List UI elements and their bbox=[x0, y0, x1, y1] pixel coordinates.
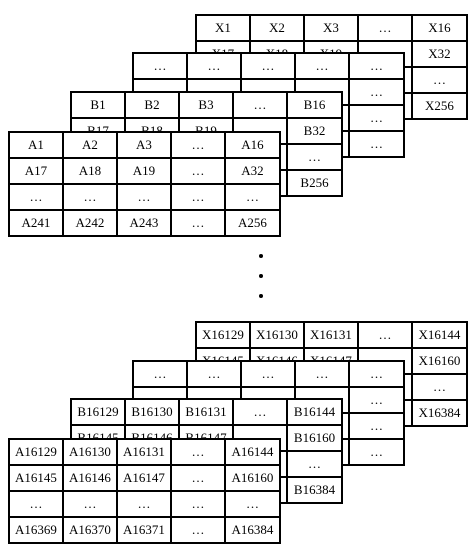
matrix-cell: A16371 bbox=[118, 518, 172, 544]
matrix-cell: B16131 bbox=[180, 400, 234, 426]
matrix-cell: … bbox=[350, 106, 405, 132]
matrix-cell: … bbox=[350, 440, 405, 466]
matrix-cell: … bbox=[413, 375, 468, 401]
matrix-cell: B16 bbox=[288, 93, 343, 119]
matrix-cell: … bbox=[350, 414, 405, 440]
matrix-cell: B16129 bbox=[72, 400, 126, 426]
ellipsis-dot bbox=[259, 254, 263, 258]
matrix-cell: A16384 bbox=[226, 518, 281, 544]
matrix-cell: … bbox=[10, 185, 64, 211]
matrix-cell: X16144 bbox=[413, 323, 468, 349]
ellipsis-dot bbox=[259, 294, 263, 298]
vertical-ellipsis bbox=[258, 250, 264, 306]
matrix-cell: … bbox=[234, 93, 288, 119]
matrix-cell: … bbox=[188, 54, 242, 80]
matrix-cell: … bbox=[296, 54, 350, 80]
matrix-cell: X1 bbox=[197, 16, 251, 42]
matrix-cell: … bbox=[172, 518, 226, 544]
matrix-cell: … bbox=[134, 362, 188, 388]
matrix-cell: X16 bbox=[413, 16, 468, 42]
matrix-cell: A16131 bbox=[118, 440, 172, 466]
matrix-cell: A16 bbox=[226, 133, 281, 159]
matrix-cell: … bbox=[288, 452, 343, 478]
matrix-cell: … bbox=[350, 388, 405, 414]
matrix-cell: … bbox=[226, 185, 281, 211]
matrix-cell: … bbox=[413, 68, 468, 94]
matrix-cell: B1 bbox=[72, 93, 126, 119]
matrix-cell: X16129 bbox=[197, 323, 251, 349]
matrix-cell: … bbox=[350, 132, 405, 158]
matrix-cell: … bbox=[350, 362, 405, 388]
matrix-cell: A16147 bbox=[118, 466, 172, 492]
matrix-cell: … bbox=[172, 440, 226, 466]
matrix-cell: A16130 bbox=[64, 440, 118, 466]
matrix-cell: X32 bbox=[413, 42, 468, 68]
matrix-cell: A18 bbox=[64, 159, 118, 185]
matrix-cell: … bbox=[188, 362, 242, 388]
matrix-cell: X16160 bbox=[413, 349, 468, 375]
matrix-cell: … bbox=[64, 185, 118, 211]
matrix-cell: A32 bbox=[226, 159, 281, 185]
matrix-cell: X256 bbox=[413, 94, 468, 120]
matrix-cell: A3 bbox=[118, 133, 172, 159]
matrix-cell: … bbox=[172, 159, 226, 185]
matrix-cell: B16144 bbox=[288, 400, 343, 426]
matrix-cell: X3 bbox=[305, 16, 359, 42]
matrix-cell: B16384 bbox=[288, 478, 343, 504]
ellipsis-dot bbox=[259, 274, 263, 278]
matrix-cell: … bbox=[172, 133, 226, 159]
matrix-cell: A242 bbox=[64, 211, 118, 237]
matrix-cell: … bbox=[226, 492, 281, 518]
matrix-cell: A241 bbox=[10, 211, 64, 237]
matrix-cell: A243 bbox=[118, 211, 172, 237]
matrix-cell: … bbox=[296, 362, 350, 388]
matrix-cell: A1 bbox=[10, 133, 64, 159]
matrix-cell: A16145 bbox=[10, 466, 64, 492]
matrix-cell: A17 bbox=[10, 159, 64, 185]
matrix-cell: X16130 bbox=[251, 323, 305, 349]
matrix-cell: … bbox=[359, 323, 413, 349]
matrix-cell: X2 bbox=[251, 16, 305, 42]
matrix-cell: A16146 bbox=[64, 466, 118, 492]
matrix-cell: B16160 bbox=[288, 426, 343, 452]
matrix-cell: A16369 bbox=[10, 518, 64, 544]
matrix-cell: … bbox=[172, 211, 226, 237]
matrix-cell: … bbox=[64, 492, 118, 518]
matrix-cell: B256 bbox=[288, 171, 343, 197]
matrix-cell: … bbox=[350, 80, 405, 106]
matrix-cell: … bbox=[234, 400, 288, 426]
matrix-cell: … bbox=[359, 16, 413, 42]
matrix-cell: … bbox=[288, 145, 343, 171]
matrix-cell: … bbox=[134, 54, 188, 80]
matrix-cell: … bbox=[242, 362, 296, 388]
matrix-cell: … bbox=[172, 185, 226, 211]
matrix-cell: X16131 bbox=[305, 323, 359, 349]
matrix-cell: A256 bbox=[226, 211, 281, 237]
matrix-cell: X16384 bbox=[413, 401, 468, 427]
matrix-cell: B2 bbox=[126, 93, 180, 119]
matrix-cell: … bbox=[172, 466, 226, 492]
matrix-cell: A16144 bbox=[226, 440, 281, 466]
matrix-cell: … bbox=[172, 492, 226, 518]
matrix-cell: … bbox=[350, 54, 405, 80]
matrix-cell: A16129 bbox=[10, 440, 64, 466]
matrix-cell: B3 bbox=[180, 93, 234, 119]
matrix-cell: … bbox=[118, 492, 172, 518]
matrix-cell: … bbox=[10, 492, 64, 518]
matrix-cell: B32 bbox=[288, 119, 343, 145]
matrix-cell: … bbox=[118, 185, 172, 211]
matrix-cell: A19 bbox=[118, 159, 172, 185]
matrix-cell: A16370 bbox=[64, 518, 118, 544]
matrix-cell: A16160 bbox=[226, 466, 281, 492]
matrix-cell: … bbox=[242, 54, 296, 80]
matrix-cell: B16130 bbox=[126, 400, 180, 426]
matrix-cell: A2 bbox=[64, 133, 118, 159]
